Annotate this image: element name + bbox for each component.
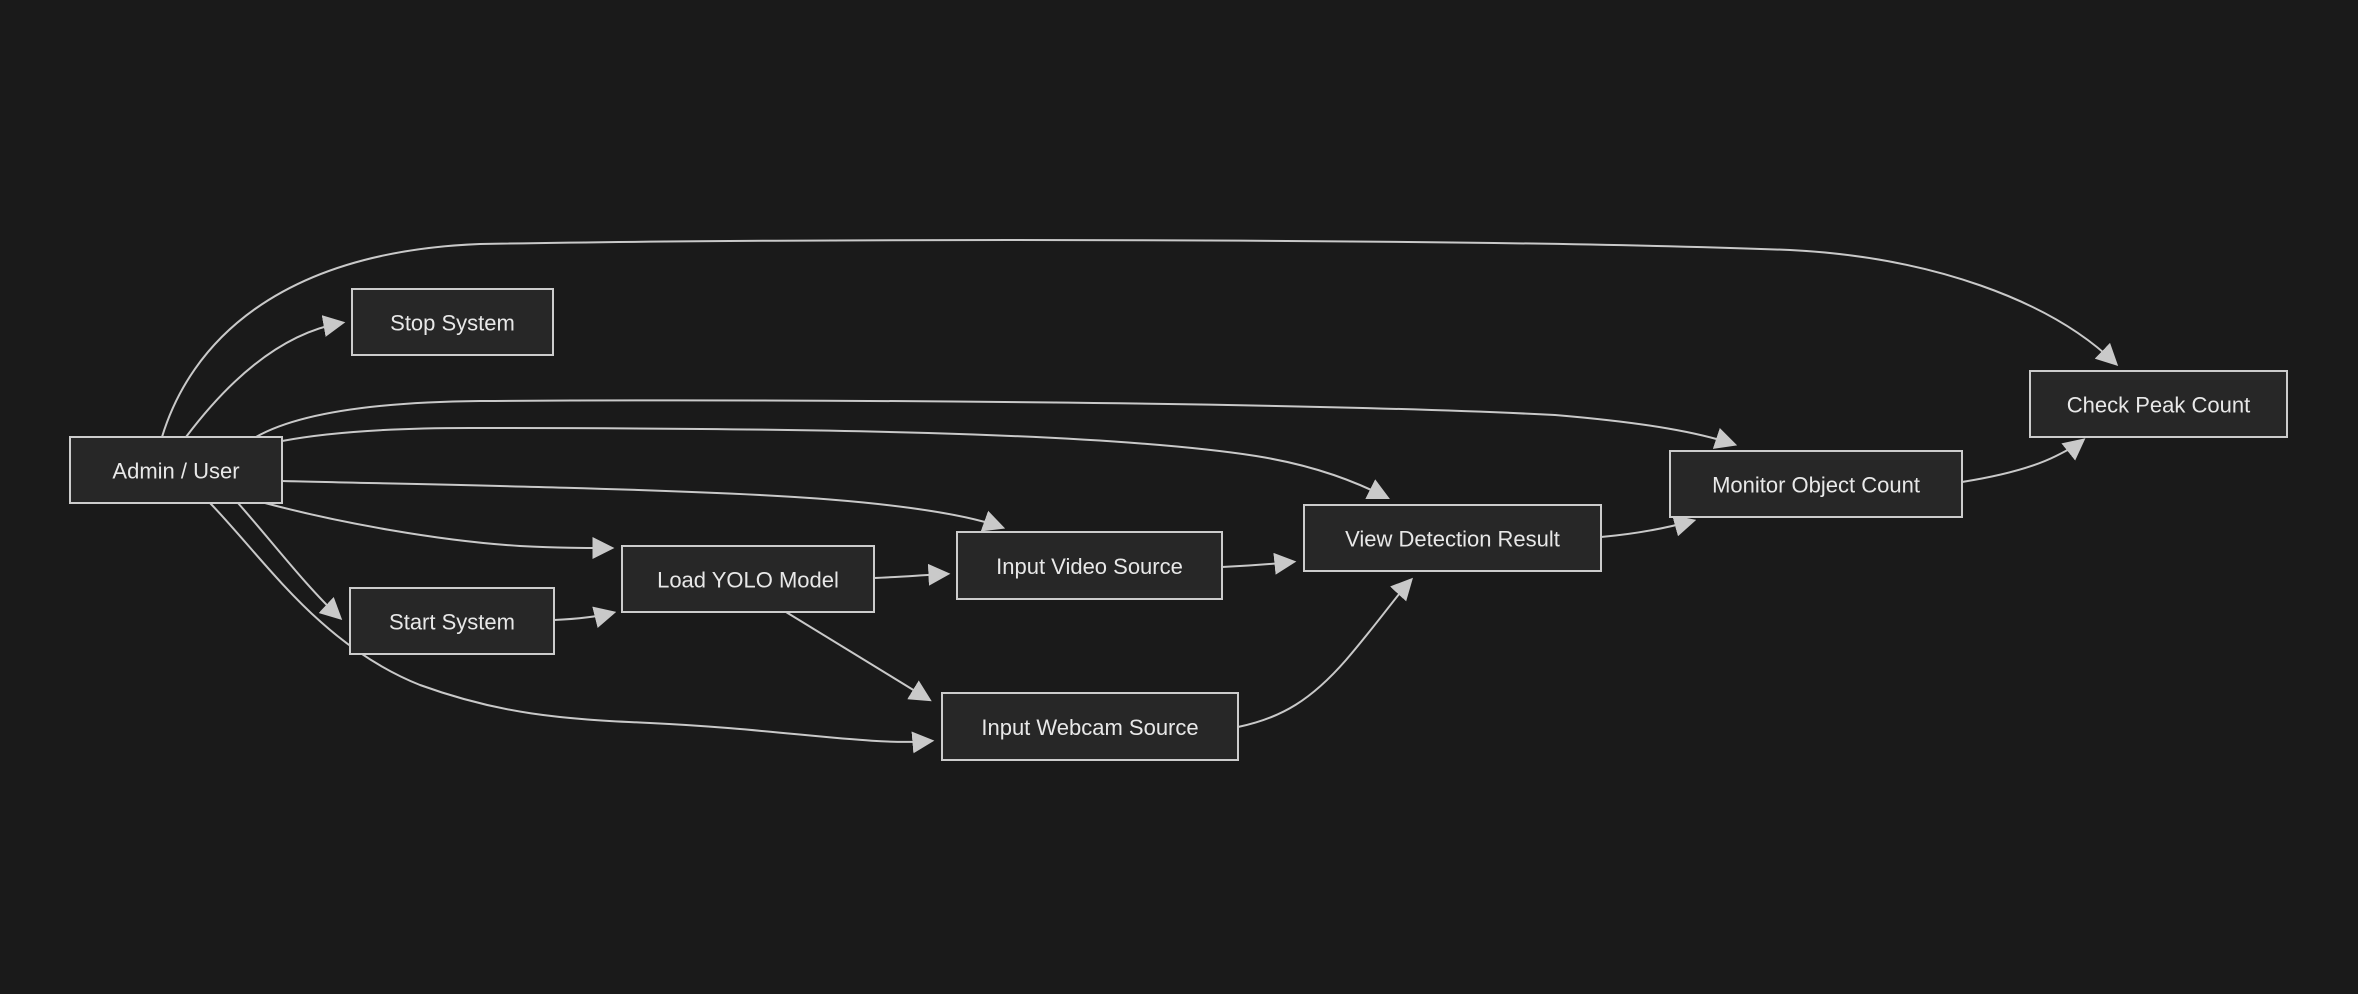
node-label-monitor: Monitor Object Count: [1712, 473, 1920, 498]
edge-admin-to-webcam: [209, 502, 935, 754]
edge-video-to-view: [1221, 552, 1297, 575]
edge-view-to-monitor: [1600, 515, 1697, 538]
edges-layer: [161, 239, 2119, 754]
edge-load-to-video: [873, 563, 951, 586]
node-label-admin: Admin / User: [112, 459, 239, 484]
edge-admin-to-view: [281, 426, 1390, 499]
edge-admin-to-check: [161, 239, 2119, 438]
flowchart-node-video: Input Video Source: [956, 531, 1223, 600]
flowchart-node-stop: Stop System: [351, 288, 554, 356]
flowchart-node-monitor: Monitor Object Count: [1669, 450, 1963, 518]
node-box-start: [349, 587, 555, 655]
edge-load-to-webcam: [785, 611, 932, 702]
edge-monitor-to-check: [1961, 438, 2086, 483]
edge-admin-to-start: [237, 502, 343, 621]
node-box-monitor: [1669, 450, 1963, 518]
node-box-load: [621, 545, 875, 613]
flowchart-node-start: Start System: [349, 587, 555, 655]
node-box-stop: [351, 288, 554, 356]
flowchart-node-webcam: Input Webcam Source: [941, 692, 1239, 761]
node-label-load: Load YOLO Model: [657, 568, 839, 593]
edge-admin-to-monitor: [255, 399, 1738, 449]
edge-admin-to-load: [264, 502, 615, 559]
node-box-admin: [69, 436, 283, 504]
node-box-video: [956, 531, 1223, 600]
node-label-video: Input Video Source: [996, 554, 1183, 579]
flowchart-node-load: Load YOLO Model: [621, 545, 875, 613]
flowchart-node-admin: Admin / User: [69, 436, 283, 504]
node-label-webcam: Input Webcam Source: [981, 715, 1198, 740]
edge-start-to-load: [553, 606, 617, 628]
node-label-check: Check Peak Count: [2067, 393, 2250, 418]
node-label-start: Start System: [389, 610, 515, 635]
edge-admin-to-stop: [185, 315, 346, 438]
edge-admin-to-video: [281, 480, 1006, 532]
node-box-webcam: [941, 692, 1239, 761]
flowchart-node-view: View Detection Result: [1303, 504, 1602, 572]
edge-webcam-to-view: [1237, 577, 1413, 728]
node-box-check: [2029, 370, 2288, 438]
node-box-view: [1303, 504, 1602, 572]
node-label-view: View Detection Result: [1345, 527, 1560, 552]
flowchart-node-check: Check Peak Count: [2029, 370, 2288, 438]
node-label-stop: Stop System: [390, 311, 515, 336]
